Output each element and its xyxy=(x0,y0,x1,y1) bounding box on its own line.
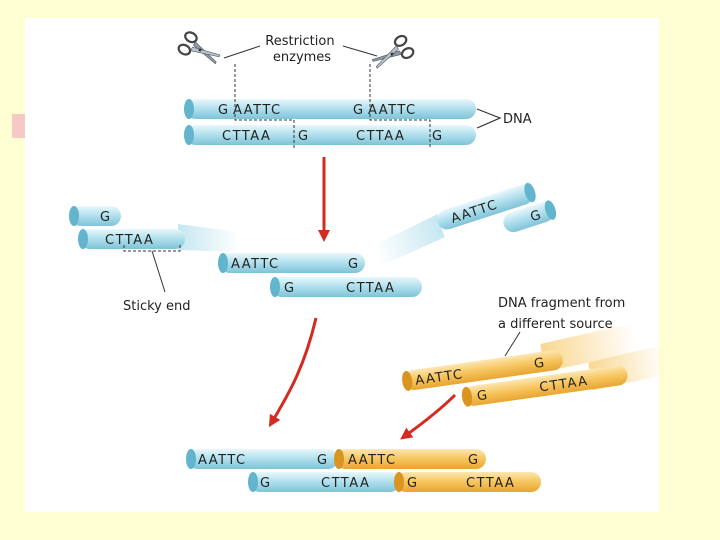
seq-final-blue-bottom-right: CTTAA xyxy=(321,476,370,491)
seq-orange-top-right: G xyxy=(533,356,547,372)
seq-orange-top-left: AATTC xyxy=(414,367,464,389)
label-fragment-source: DNA fragment from a different source xyxy=(498,296,629,332)
fragment-leader-line xyxy=(504,331,521,357)
dna-strand-bottom xyxy=(463,365,628,406)
intact-dna: G AATTC G AATTC CTTAA G CTTAA G xyxy=(184,64,502,148)
enzyme-leader-line xyxy=(342,45,378,57)
strand-end-cap xyxy=(402,370,413,391)
sticky-end-bracket xyxy=(123,245,181,252)
dna-strand-bottom-orange xyxy=(396,472,541,492)
seq-left-frag-top: G xyxy=(100,210,112,225)
dna-strand-bottom xyxy=(80,229,185,249)
motion-blur xyxy=(540,322,638,372)
seq-orange-bottom-right: CTTAA xyxy=(538,374,589,396)
dna-strand-top xyxy=(437,184,534,230)
right-fragment: AATTC G xyxy=(373,182,557,267)
seq-top-site-2: AATTC xyxy=(368,103,417,118)
seq-top-site-1: AATTC xyxy=(233,103,282,118)
seq-right-frag-bottom: G xyxy=(529,207,545,225)
strand-end-cap xyxy=(270,277,280,297)
strand-end-cap xyxy=(78,229,88,249)
seq-bottom-site-2: CTTAA xyxy=(356,129,405,144)
sticky-end-leader-line xyxy=(151,250,166,293)
enzyme-leader-line xyxy=(223,45,261,59)
seq-final-blue-top-left: AATTC xyxy=(198,453,247,468)
dna-strand-top xyxy=(220,253,365,273)
left-fragment: G CTTAA xyxy=(69,206,240,293)
dna-strand-top xyxy=(186,99,476,119)
seq-mid-top-right: G xyxy=(348,257,360,272)
strand-end-cap xyxy=(248,472,258,492)
seq-top-cut-left: G xyxy=(218,103,230,118)
middle-fragment: AATTC G G CTTAA xyxy=(218,253,422,297)
seq-mid-bottom-left: G xyxy=(284,281,296,296)
label-restriction-enzymes: Restriction enzymes xyxy=(265,34,338,65)
strand-end-cap xyxy=(218,253,228,273)
seq-final-blue-top-right: G xyxy=(317,453,329,468)
recombinant-dna: AATTC G AATTC G G CTTAA G CTTAA xyxy=(186,449,541,492)
seq-bottom-site-1: CTTAA xyxy=(222,129,271,144)
dna-strand-top-orange xyxy=(336,449,486,469)
label-sticky-end: Sticky end xyxy=(123,299,191,314)
seq-final-orange-top-left: AATTC xyxy=(348,453,397,468)
seq-orange-bottom-left: G xyxy=(476,388,490,404)
seq-final-blue-bottom-left: G xyxy=(260,476,272,491)
dna-strand-bottom-blue xyxy=(250,472,400,492)
dna-strand-bottom xyxy=(272,277,422,297)
dna-strand-bottom xyxy=(503,202,554,233)
seq-final-orange-bottom-left: G xyxy=(407,476,419,491)
seq-mid-bottom-right: CTTAA xyxy=(346,281,395,296)
seq-mid-top-left: AATTC xyxy=(231,257,280,272)
seq-left-frag-bottom: CTTAA xyxy=(105,233,154,248)
seq-bottom-cut-mid: G xyxy=(298,129,310,144)
dna-strand-top-blue xyxy=(188,449,338,469)
seq-top-cut-mid: G xyxy=(353,103,365,118)
cut-lines xyxy=(234,64,431,148)
strand-end-cap xyxy=(334,449,344,469)
strand-end-cap xyxy=(524,182,536,203)
dna-strand-bottom xyxy=(186,125,476,145)
dna-bracket xyxy=(476,108,502,129)
strand-end-cap xyxy=(69,206,79,226)
motion-blur xyxy=(373,214,445,267)
scissors-icon xyxy=(371,34,415,69)
orange-fragment: AATTC G G CTTAA xyxy=(402,322,666,407)
label-dna: DNA xyxy=(503,112,532,127)
seq-final-orange-top-right: G xyxy=(468,453,480,468)
dna-strand-top xyxy=(71,206,121,226)
arrow-join-right xyxy=(400,393,457,440)
arrow-join-left xyxy=(268,317,318,428)
strand-end-cap xyxy=(461,386,473,407)
motion-blur xyxy=(178,224,240,252)
strand-end-cap xyxy=(184,99,194,119)
seq-final-orange-bottom-right: CTTAA xyxy=(466,476,515,491)
seq-bottom-cut-right: G xyxy=(432,129,444,144)
strand-end-cap xyxy=(544,200,557,220)
strand-end-cap xyxy=(394,472,404,492)
dna-strand-top xyxy=(404,350,563,390)
scissors-icon xyxy=(177,31,221,65)
strand-end-cap xyxy=(184,125,194,145)
strand-end-cap xyxy=(186,449,196,469)
